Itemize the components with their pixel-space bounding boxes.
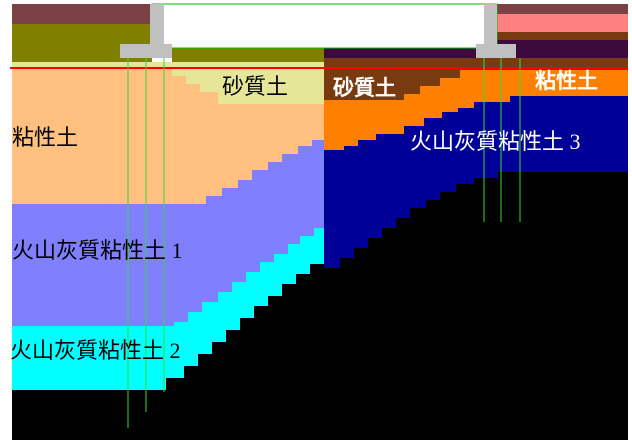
volcanic-ash-clay-2 (12, 228, 324, 390)
label-sandy-soil-left: 砂質土 (222, 74, 289, 99)
left-abutment (120, 4, 172, 58)
volcanic-ash-clay-3 (324, 96, 628, 268)
label-clay-left: 粘性土 (12, 125, 79, 150)
olive-layer-middle (172, 48, 324, 62)
pink-layer-right (497, 14, 628, 32)
label-sandy-soil-right: 砂質土 (333, 77, 396, 100)
sandy-soil-lens (172, 68, 324, 104)
sandy-soil-right (324, 70, 460, 100)
sandy-thin-band (12, 62, 324, 68)
topsoil-right (497, 4, 628, 14)
label-clay-right: 粘性土 (535, 70, 598, 93)
label-volcanic-clay-3: 火山灰質粘性土 3 (410, 129, 581, 154)
bridge-deck (151, 3, 498, 49)
clay-layer (12, 68, 324, 204)
topsoil-left (12, 4, 164, 24)
dark-purple-upper-right (497, 40, 628, 58)
label-volcanic-clay-2: 火山灰質粘性土 2 (10, 338, 181, 363)
clay-right-orange (324, 70, 628, 150)
bedrock (12, 172, 628, 440)
right-abutment (476, 4, 516, 58)
label-volcanic-clay-1: 火山灰質粘性土 1 (12, 238, 183, 263)
brown-band-right (497, 32, 628, 40)
